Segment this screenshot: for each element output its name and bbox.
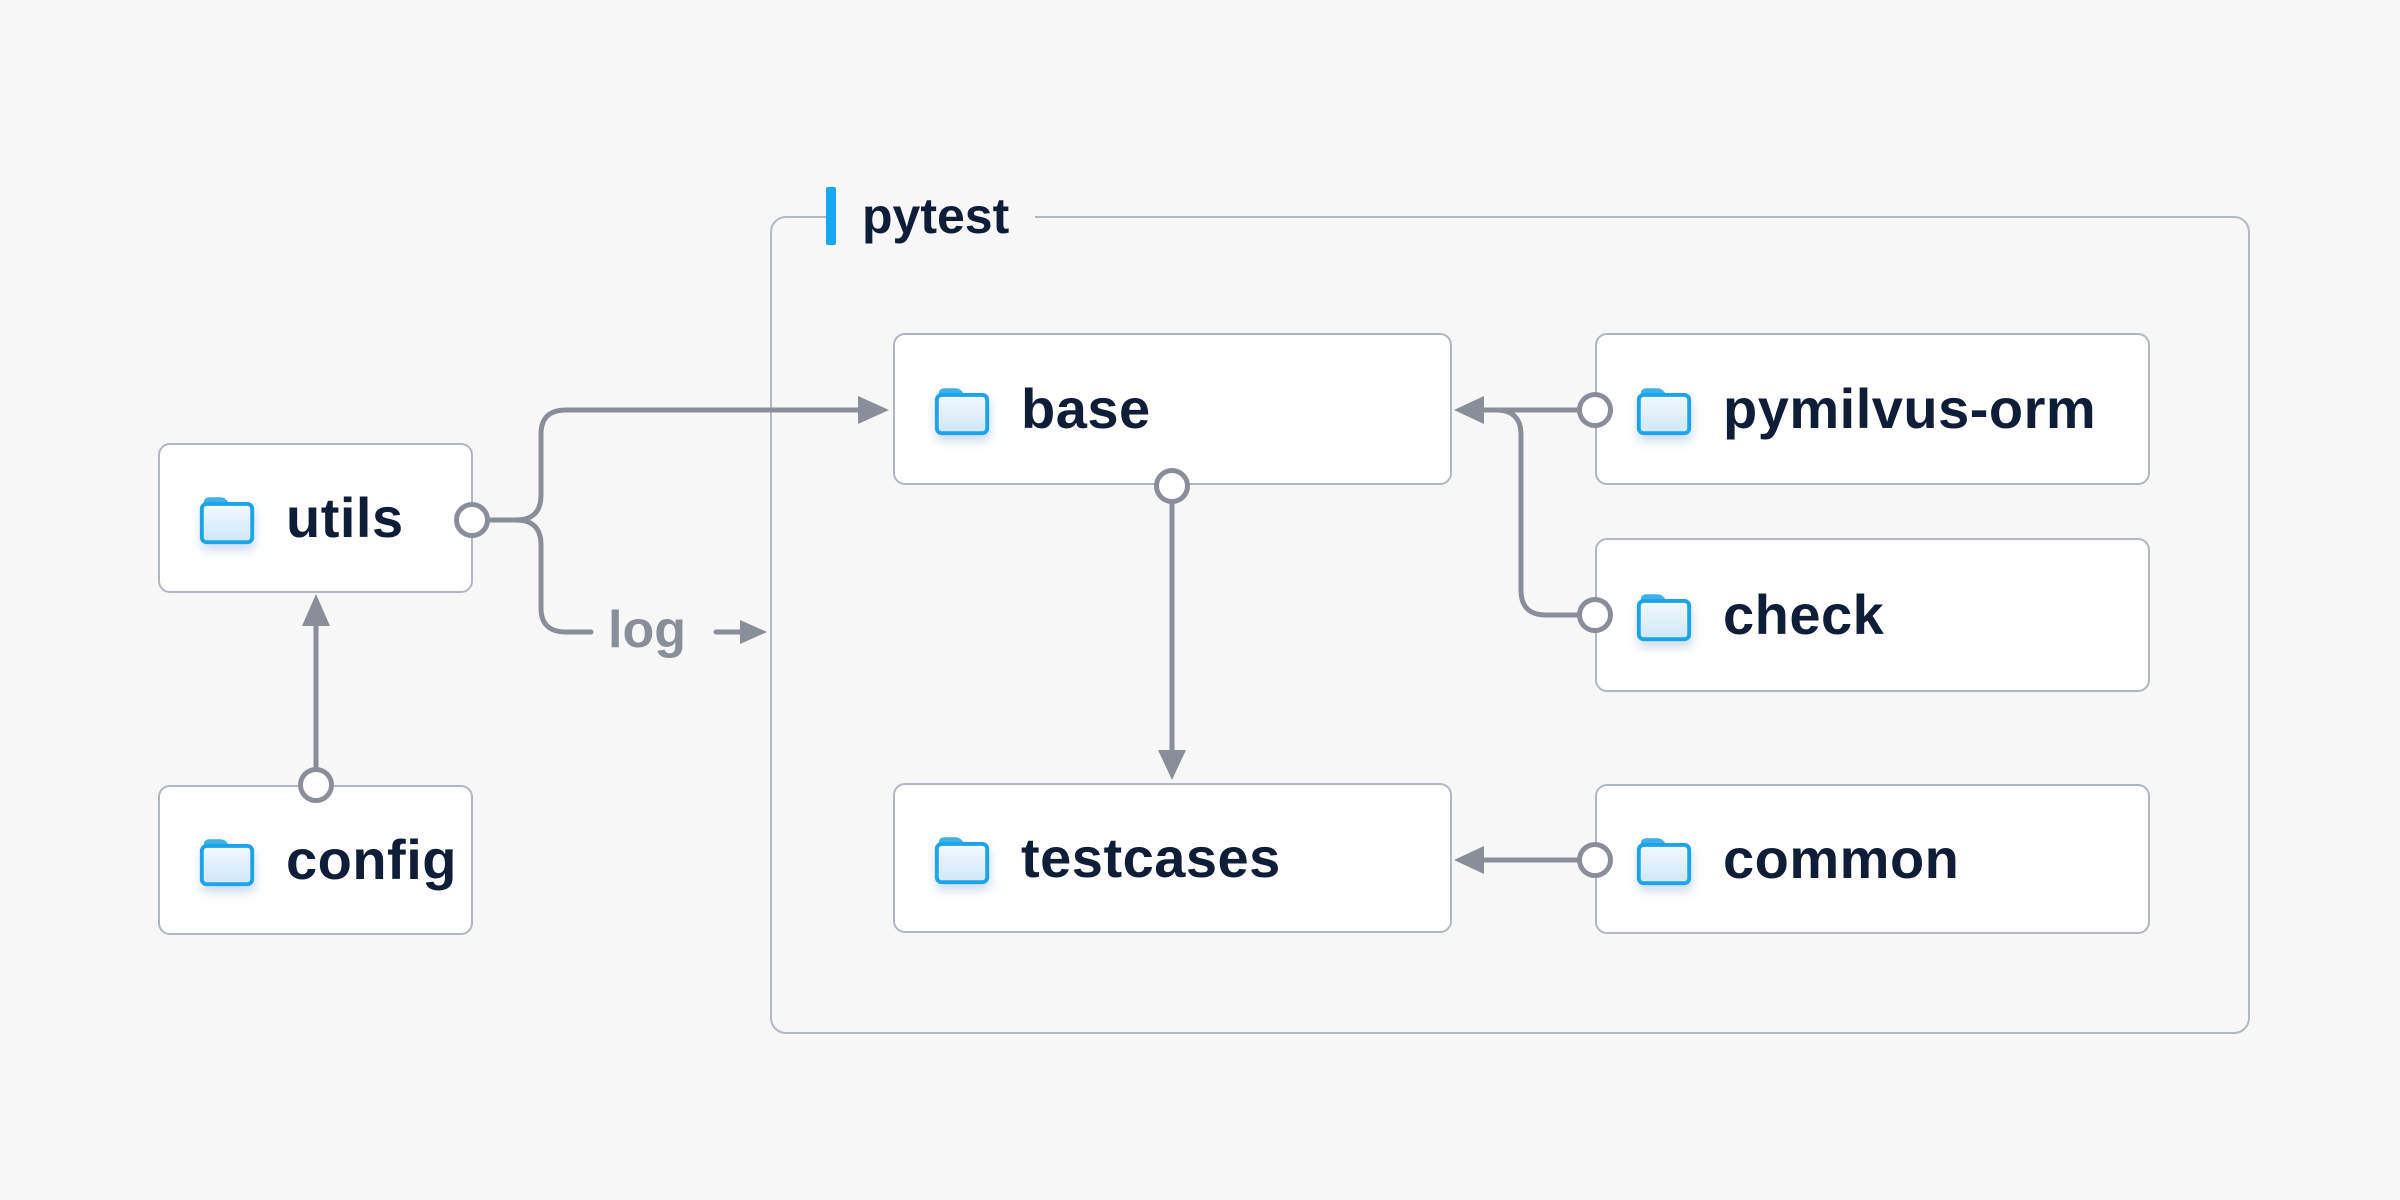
node-pymilvus-orm: pymilvus-orm <box>1595 333 2150 485</box>
node-testcases: testcases <box>893 783 1452 933</box>
folder-icon <box>1636 387 1692 435</box>
node-check: check <box>1595 538 2150 692</box>
folder-icon <box>1636 593 1692 641</box>
node-label: utils <box>286 486 404 549</box>
pytest-container-label: pytest <box>826 183 1036 249</box>
edge-config-utils <box>298 594 334 803</box>
folder-icon <box>934 387 990 435</box>
node-label: config <box>286 828 457 891</box>
pytest-container <box>770 216 2250 1034</box>
node-label: check <box>1723 583 1885 646</box>
accent-bar <box>826 187 836 245</box>
folder-icon <box>199 838 255 886</box>
node-config: config <box>158 785 473 935</box>
edge-label-log: log <box>602 603 692 656</box>
node-utils: utils <box>158 443 473 593</box>
node-label: testcases <box>1021 826 1281 889</box>
node-label: common <box>1723 827 1960 890</box>
node-base: base <box>893 333 1452 485</box>
folder-icon <box>1636 837 1692 885</box>
node-label: pymilvus-orm <box>1723 377 2097 440</box>
node-common: common <box>1595 784 2150 934</box>
folder-icon <box>934 836 990 884</box>
node-label: base <box>1021 377 1151 440</box>
pytest-container-title: pytest <box>862 188 1010 244</box>
folder-icon <box>199 496 255 544</box>
